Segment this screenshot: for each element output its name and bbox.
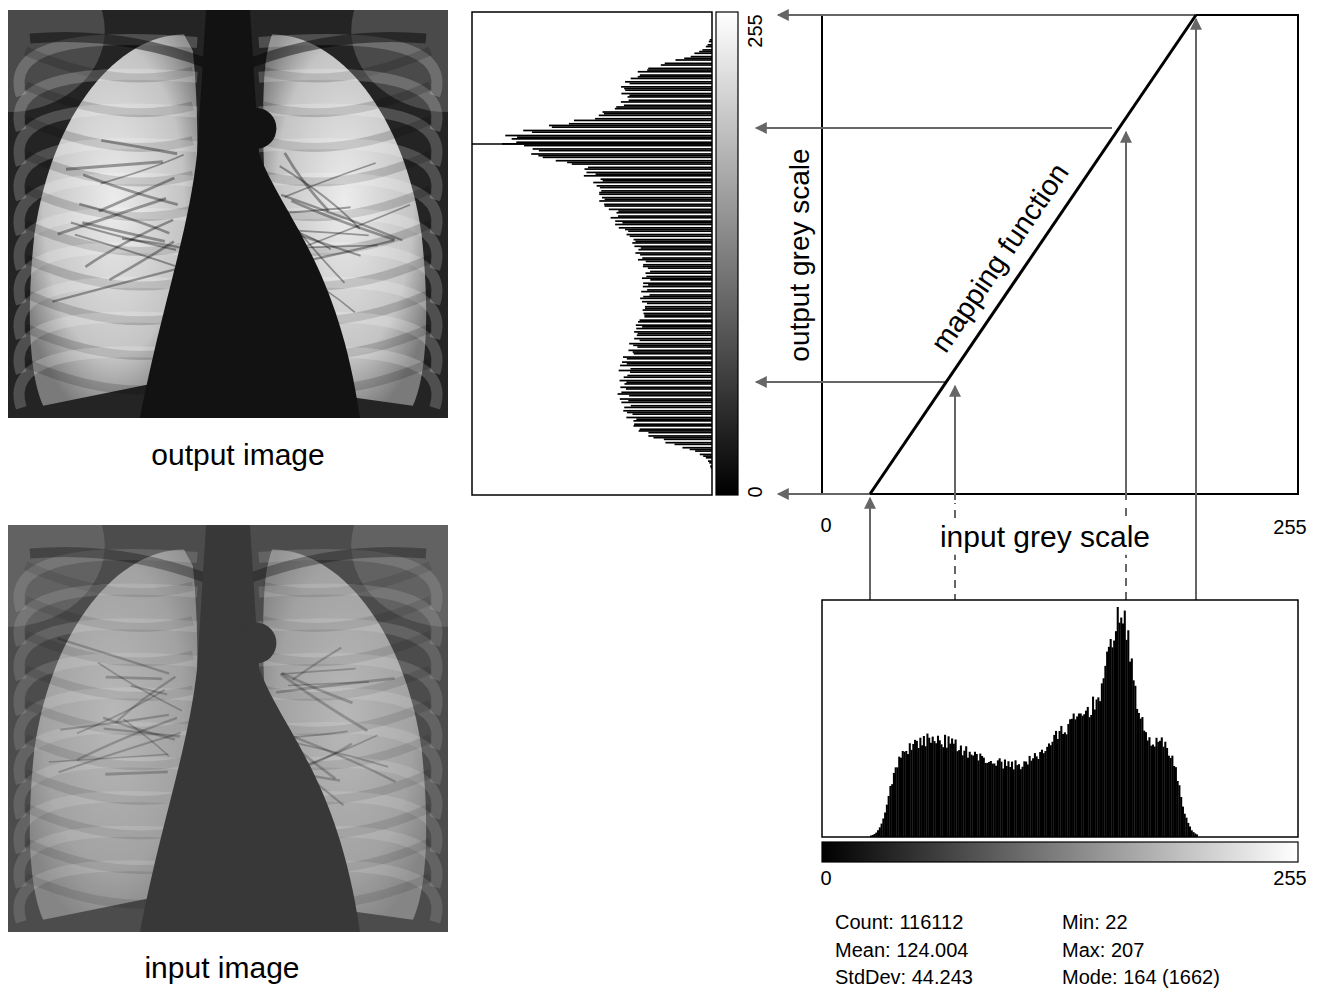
leader-arrow	[756, 381, 946, 383]
statistic: Mean: 124.004	[833, 939, 970, 962]
axis-tick: 255	[744, 12, 767, 49]
leader-arrow	[778, 14, 1196, 16]
axis-tick: 0	[744, 484, 767, 499]
statistic: StdDev: 44.243	[833, 966, 975, 989]
statistic: Mode: 164 (1662)	[1060, 966, 1222, 989]
statistic: Count: 116112	[833, 911, 965, 934]
image-caption: input image	[142, 951, 301, 986]
axis-title: output grey scale	[784, 146, 816, 363]
leader-arrow	[1125, 132, 1127, 500]
mapping-line	[870, 15, 1196, 494]
leader-arrow	[756, 127, 1112, 129]
axis-title: input grey scale	[938, 520, 1152, 555]
statistic: Min: 22	[1060, 911, 1130, 934]
grey-scale-bar	[822, 842, 1298, 862]
curve-label: mapping function	[923, 156, 1077, 361]
mapping-plot	[756, 15, 1298, 836]
statistic: Max: 207	[1060, 939, 1146, 962]
xray-image	[0, 464, 545, 932]
leader-arrow	[778, 493, 870, 495]
input-histogram	[822, 600, 1298, 837]
axis-tick: 0	[818, 867, 833, 890]
figure-drawing	[0, 0, 1298, 932]
xray-image	[0, 0, 545, 418]
axis-tick: 255	[1271, 516, 1308, 539]
leader-arrow	[954, 386, 956, 500]
axis-tick: 255	[1271, 867, 1308, 890]
grey-scale-bar	[716, 12, 738, 495]
axis-tick: 0	[818, 514, 833, 537]
output-histogram	[472, 12, 712, 495]
image-caption: output image	[149, 438, 326, 473]
